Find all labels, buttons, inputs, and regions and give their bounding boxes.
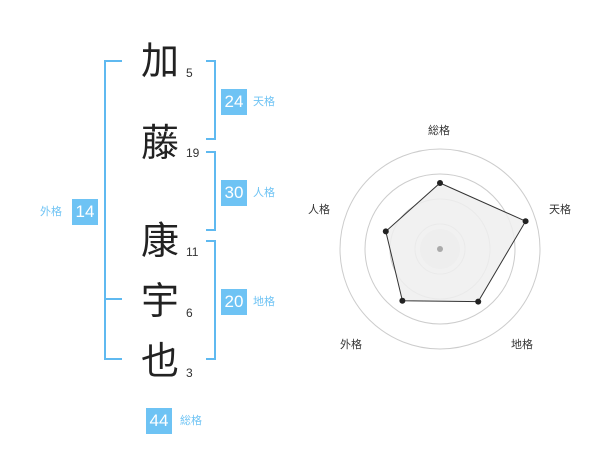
name-char-2: 藤 bbox=[140, 121, 179, 165]
gaikaku-label: 外格 bbox=[40, 205, 62, 218]
chikaku-label: 地格 bbox=[253, 295, 275, 308]
radar-ring-3 bbox=[364, 173, 516, 325]
jinkaku-bracket bbox=[206, 151, 216, 231]
radar-axis-label-jinkaku: 人格 bbox=[308, 203, 330, 216]
name-char-5: 也 bbox=[140, 339, 179, 383]
soukaku-score: 44 bbox=[146, 408, 172, 434]
stroke-count-1: 5 bbox=[186, 66, 193, 80]
tenkaku-score: 24 bbox=[221, 89, 247, 115]
gaikaku-bracket-tick bbox=[104, 298, 122, 300]
name-char-1: 加 bbox=[140, 39, 179, 83]
soukaku-label: 総格 bbox=[180, 414, 202, 427]
gaikaku-score: 14 bbox=[72, 199, 98, 225]
stroke-count-3: 11 bbox=[186, 245, 199, 259]
radar-polygon bbox=[385, 182, 527, 303]
radar-point-2 bbox=[522, 218, 529, 225]
radar-axis-label-chikaku: 地格 bbox=[511, 338, 533, 351]
radar-center-dot bbox=[437, 246, 443, 252]
radar-points bbox=[382, 180, 529, 305]
name-char-3: 康 bbox=[140, 219, 179, 263]
radar-axis-label-soukaku: 総格 bbox=[428, 124, 450, 137]
name-char-4: 宇 bbox=[140, 279, 179, 323]
chikaku-bracket bbox=[206, 240, 216, 360]
tenkaku-bracket bbox=[206, 60, 216, 140]
radar-point-4 bbox=[399, 297, 406, 304]
radar-point-5 bbox=[382, 228, 389, 235]
jinkaku-label: 人格 bbox=[253, 186, 275, 199]
stroke-count-5: 3 bbox=[186, 366, 193, 380]
radar-point-3 bbox=[475, 298, 482, 305]
radar-axis-label-tenkaku: 天格 bbox=[549, 203, 571, 216]
tenkaku-label: 天格 bbox=[253, 95, 275, 108]
chikaku-score: 20 bbox=[221, 289, 247, 315]
jinkaku-score: 30 bbox=[221, 180, 247, 206]
stroke-count-4: 6 bbox=[186, 306, 193, 320]
radar-point-1 bbox=[437, 180, 443, 186]
stroke-count-2: 19 bbox=[186, 146, 200, 160]
gaikaku-bracket bbox=[104, 60, 122, 360]
radar-ring-4 bbox=[339, 148, 541, 350]
radar-axis-label-gaikaku: 外格 bbox=[340, 338, 362, 351]
